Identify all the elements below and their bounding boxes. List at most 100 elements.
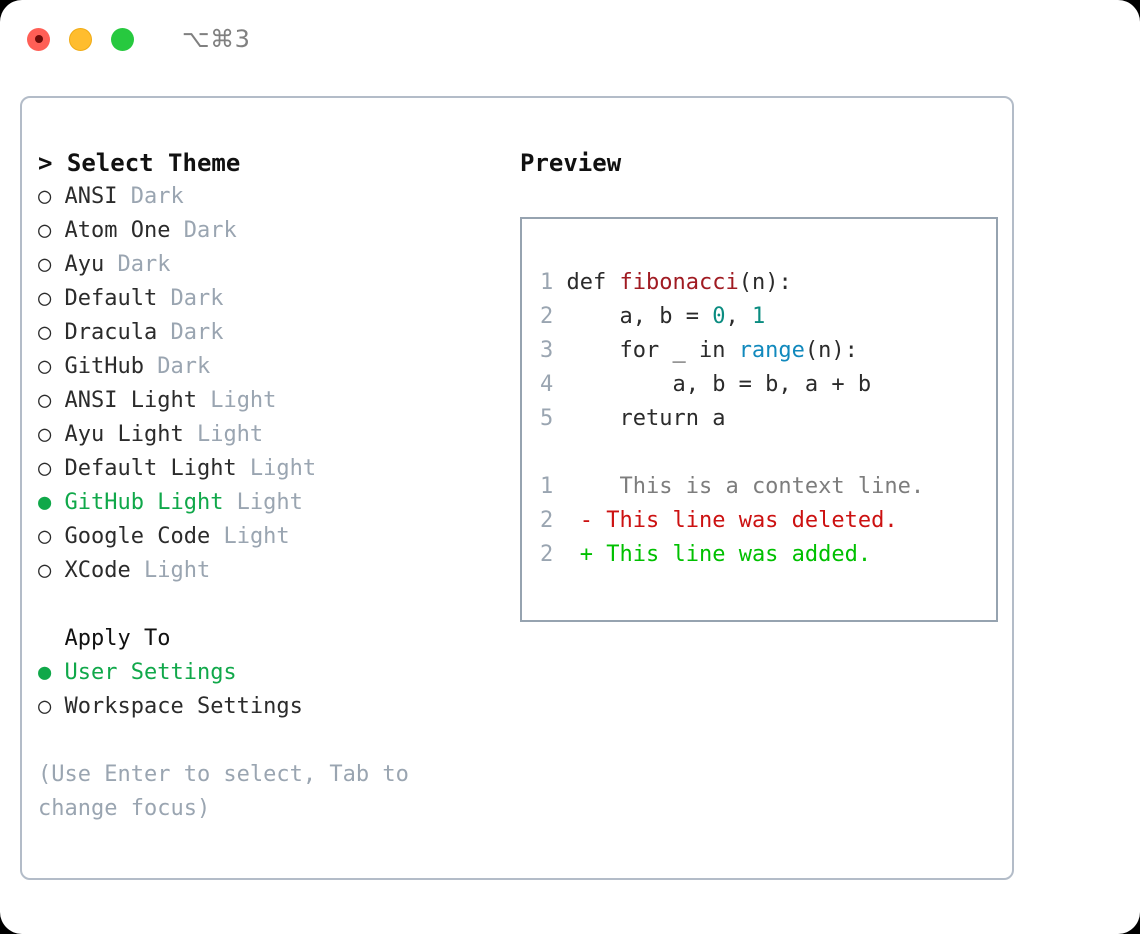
radio-unselected-icon: ○: [38, 456, 52, 481]
theme-list-item[interactable]: ○ XCode Light: [38, 554, 500, 588]
theme-name-label: Dracula: [51, 320, 158, 345]
theme-mode-tag: Light: [236, 456, 317, 481]
theme-name-label: Ayu Light: [51, 422, 184, 447]
radio-unselected-icon: ○: [38, 354, 52, 379]
theme-list[interactable]: ○ ANSI Dark○ Atom One Dark○ Ayu Dark○ De…: [38, 180, 500, 588]
apply-to-label: User Settings: [51, 660, 237, 685]
diff-marker: [580, 474, 593, 499]
code-token: a, b =: [566, 304, 713, 329]
code-token: 0: [712, 304, 726, 329]
diff-text: This is a context line.: [593, 474, 925, 499]
radio-unselected-icon: ○: [38, 252, 52, 277]
apply-to-option[interactable]: ○ Workspace Settings: [38, 690, 500, 724]
code-token: (n):: [804, 338, 858, 363]
diff-text: This line was deleted.: [593, 508, 898, 533]
preview-heading: Preview: [520, 149, 622, 177]
theme-name-label: GitHub Light: [51, 490, 224, 515]
theme-list-item[interactable]: ○ Ayu Dark: [38, 248, 500, 282]
apply-to-label: Workspace Settings: [51, 694, 303, 719]
preview-column: Preview 1 def fibonacci(n):2 a, b = 0, 1…: [500, 146, 1012, 878]
diff-line: 2 - This line was deleted.: [540, 504, 996, 538]
theme-name-label: Ayu: [51, 252, 105, 277]
diff-line: 2 + This line was added.: [540, 538, 996, 572]
line-number: 2: [540, 304, 567, 329]
theme-list-item[interactable]: ○ ANSI Dark: [38, 180, 500, 214]
theme-name-label: Default Light: [51, 456, 237, 481]
code-line: 1 def fibonacci(n):: [540, 266, 996, 300]
line-number: 3: [540, 338, 567, 363]
diff-marker: +: [579, 542, 593, 567]
theme-mode-tag: Dark: [157, 320, 224, 345]
theme-mode-tag: Dark: [170, 218, 237, 243]
main-panel: > Select Theme ○ ANSI Dark○ Atom One Dar…: [20, 96, 1014, 880]
theme-name-label: GitHub: [51, 354, 144, 379]
code-token: return a: [566, 406, 726, 431]
theme-mode-tag: Dark: [104, 252, 171, 277]
keyboard-shortcut-label: ⌥⌘3: [182, 25, 251, 53]
spacer: [38, 588, 500, 622]
maximize-button-icon[interactable]: [111, 27, 134, 51]
window-controls: [27, 27, 134, 51]
apply-to-option[interactable]: ● User Settings: [38, 656, 500, 690]
title-bar: ⌥⌘3: [0, 0, 1140, 78]
radio-unselected-icon: ○: [38, 320, 52, 345]
line-number: 1: [540, 474, 580, 499]
theme-name-label: Default: [51, 286, 158, 311]
theme-mode-tag: Dark: [143, 354, 211, 379]
close-button-icon[interactable]: [27, 27, 50, 51]
radio-unselected-icon: ○: [38, 218, 52, 243]
radio-selected-icon: ●: [38, 490, 52, 515]
code-token: ,: [725, 304, 752, 329]
close-icon-pupil: [34, 35, 43, 43]
theme-mode-tag: Light: [210, 524, 290, 549]
diff-text: This line was added.: [593, 542, 872, 567]
radio-unselected-icon: ○: [38, 558, 52, 583]
code-token: def: [566, 270, 620, 295]
code-token: for _ in: [566, 338, 739, 363]
theme-name-label: Atom One: [51, 218, 171, 243]
theme-mode-tag: Light: [130, 558, 211, 583]
code-token: fibonacci: [619, 270, 739, 295]
spacer: [540, 436, 996, 470]
line-number: 5: [540, 406, 567, 431]
apply-to-list[interactable]: ● User Settings○ Workspace Settings: [38, 656, 500, 724]
theme-list-item[interactable]: ○ Ayu Light Light: [38, 418, 500, 452]
theme-name-label: ANSI: [51, 184, 118, 209]
theme-list-item[interactable]: ○ Atom One Dark: [38, 214, 500, 248]
radio-unselected-icon: ○: [38, 388, 52, 413]
minimize-button-icon[interactable]: [69, 27, 92, 51]
theme-list-item[interactable]: ○ ANSI Light Light: [38, 384, 500, 418]
line-number: 4: [540, 372, 567, 397]
apply-to-title: Apply To: [38, 626, 171, 651]
diff-sample: 1 This is a context line.2 - This line w…: [540, 470, 996, 572]
code-line: 4 a, b = b, a + b: [540, 368, 996, 402]
code-line: 2 a, b = 0, 1: [540, 300, 996, 334]
theme-name-label: Google Code: [51, 524, 211, 549]
theme-picker-column: > Select Theme ○ ANSI Dark○ Atom One Dar…: [38, 146, 500, 878]
diff-line: 1 This is a context line.: [540, 470, 996, 504]
code-token: a, b = b, a + b: [566, 372, 872, 397]
radio-unselected-icon: ○: [38, 422, 52, 447]
theme-name-label: XCode: [51, 558, 131, 583]
code-line: 3 for _ in range(n):: [540, 334, 996, 368]
theme-list-item[interactable]: ○ Dracula Dark: [38, 316, 500, 350]
code-token: range: [738, 338, 805, 363]
theme-list-item[interactable]: ○ Default Light Light: [38, 452, 500, 486]
code-line: 5 return a: [540, 402, 996, 436]
theme-list-item[interactable]: ● GitHub Light Light: [38, 486, 500, 520]
theme-mode-tag: Dark: [117, 184, 184, 209]
radio-unselected-icon: ○: [38, 286, 52, 311]
theme-mode-tag: Light: [196, 388, 277, 413]
theme-list-item[interactable]: ○ Google Code Light: [38, 520, 500, 554]
code-token: 1: [751, 304, 766, 329]
diff-marker: -: [579, 508, 593, 533]
select-theme-heading: > Select Theme: [38, 149, 241, 177]
theme-list-item[interactable]: ○ Default Dark: [38, 282, 500, 316]
line-number: 2: [540, 508, 580, 533]
theme-list-item[interactable]: ○ GitHub Dark: [38, 350, 500, 384]
theme-mode-tag: Dark: [157, 286, 224, 311]
line-number: 1: [540, 270, 567, 295]
